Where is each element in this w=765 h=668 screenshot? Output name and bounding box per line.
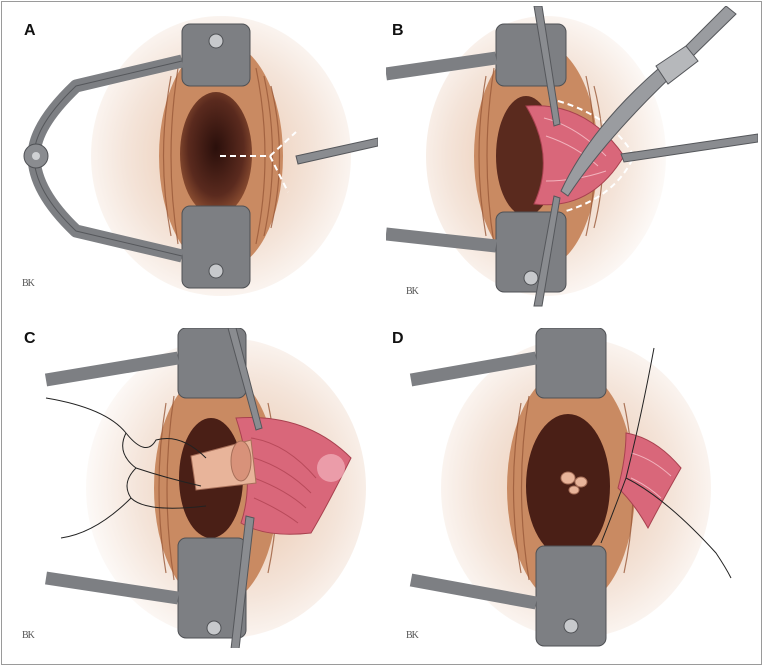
forceps-lower	[230, 515, 255, 648]
suture-threads	[45, 397, 207, 539]
scissors-pivot	[655, 45, 699, 85]
panel-label-c: C	[24, 330, 36, 347]
panel-a-illustration	[23, 16, 378, 296]
artist-signature-d: BK	[406, 630, 419, 641]
forceps	[295, 137, 378, 165]
screw-lower	[563, 618, 579, 634]
panel-c: C BK	[6, 328, 378, 648]
forceps-right	[620, 133, 758, 163]
everted-mucosa	[560, 471, 588, 495]
anal-canal	[526, 414, 610, 558]
screw-lower	[206, 620, 222, 636]
retractor-arm-upper	[386, 51, 497, 81]
mucosa-folds	[250, 437, 317, 524]
retractor-arm-lower	[409, 573, 538, 610]
mucosa-texture	[630, 452, 672, 499]
panel-b: B BK	[386, 6, 758, 326]
forceps-lower	[533, 195, 561, 307]
retractor-arm-upper	[44, 351, 180, 387]
panel-a: A BK	[6, 6, 378, 326]
screw-lower	[208, 263, 224, 279]
screw-lower	[523, 270, 539, 286]
panel-d-illustration	[409, 328, 732, 647]
mucosal-flap	[617, 432, 682, 530]
retractor-upper-blade	[181, 23, 251, 87]
suture-threads	[600, 347, 732, 579]
forceps-upper	[533, 6, 561, 127]
hinge-pin	[32, 152, 40, 160]
retractor-arm-lower	[45, 571, 179, 605]
panel-c-illustration	[44, 328, 366, 648]
anal-canal	[180, 92, 252, 216]
retractor-upper-blade	[535, 328, 607, 399]
artist-signature-c: BK	[22, 630, 35, 641]
canal-tube-opening	[230, 440, 252, 482]
retractor-lower-blade	[535, 545, 607, 647]
panel-label-b: B	[392, 22, 404, 39]
incision-lines	[220, 131, 297, 193]
mucosa-highlight	[317, 454, 345, 482]
retractor-arm-lower	[386, 227, 497, 253]
screw-upper	[208, 33, 224, 49]
retractor-upper-blade	[495, 23, 567, 87]
mucosal-flap	[235, 417, 352, 535]
artist-signature-a: BK	[22, 278, 35, 289]
panel-d: D BK	[386, 328, 758, 648]
panel-label-d: D	[392, 330, 404, 347]
retractor-lower-blade	[181, 205, 251, 289]
panel-label-a: A	[24, 22, 36, 39]
artist-signature-b: BK	[406, 286, 419, 297]
forceps-upper	[227, 328, 263, 431]
retractor-arm-upper	[409, 351, 538, 387]
incision-lines	[557, 100, 636, 212]
panel-b-illustration	[386, 6, 758, 307]
